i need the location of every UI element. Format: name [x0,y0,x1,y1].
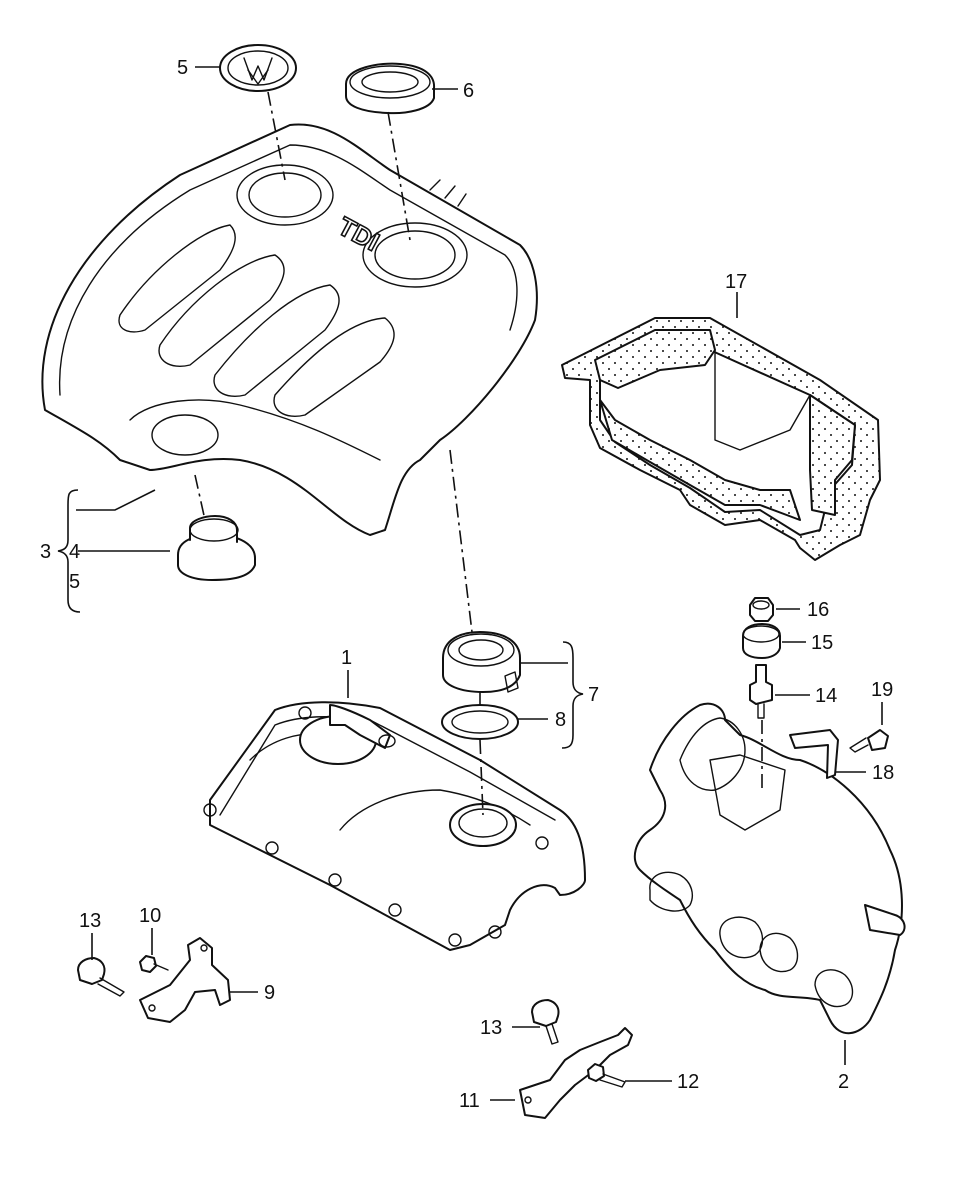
cover-opening-grommet [151,414,219,456]
filler-cap-part [442,631,521,693]
cover-filler-opening [449,803,517,847]
group-bracket-7 [561,641,584,749]
callout-6: 6 [463,80,474,102]
cover-ribs [118,224,395,417]
callout-10: 10 [139,905,161,927]
callout-5-emblem: 5 [177,57,188,79]
group-bracket-3 [57,489,81,613]
callout-3: 3 [40,541,51,563]
callout-1: 1 [341,647,352,669]
breather-pipe [299,704,396,765]
callout-2: 2 [838,1071,849,1093]
callout-17: 17 [725,271,747,293]
cylinder-head-cover [203,701,586,951]
callout-5-cover-group: 5 [69,571,80,593]
nut-part [749,597,774,622]
callout-15: 15 [811,632,833,654]
spacer-part [742,623,781,659]
grommet-part [177,515,256,581]
cover-studs [429,179,467,207]
vw-emblem-part [219,44,297,92]
bolt-19 [849,729,889,753]
cover-bolts [203,706,549,947]
leader-lines [76,66,883,1101]
callout-7: 7 [588,684,599,706]
callout-12: 12 [677,1071,699,1093]
callout-8: 8 [555,709,566,731]
seal-ring-part [441,704,519,740]
heat-shield-bracket [789,729,839,779]
bolt-10 [139,955,169,973]
assembly-axes [194,91,484,816]
callout-18: 18 [872,762,894,784]
callout-11: 11 [459,1090,480,1112]
stud-13-left [77,957,125,997]
cap-part [345,62,436,115]
callout-13-bottom: 13 [480,1017,502,1039]
callout-16: 16 [807,599,829,621]
bracket-11 [519,1027,633,1119]
callout-4: 4 [69,541,80,563]
stud-13-bottom [531,999,560,1045]
bolt-12 [587,1063,626,1088]
engine-cover: TDI [41,123,538,536]
cover-opening-emblem [236,164,334,226]
callout-19: 19 [871,679,893,701]
exhaust-manifold [633,702,906,1035]
cover-opening-filler [362,222,468,288]
stud-part [749,664,773,719]
callout-13-left: 13 [79,910,101,932]
callout-14: 14 [815,685,837,707]
callout-labels: 1 2 3 4 5 5 6 7 8 9 10 11 12 13 13 14 15… [40,57,894,1112]
callout-9: 9 [264,982,275,1004]
foam-insulation [561,317,881,561]
bracket-9 [139,937,231,1023]
manifold-ports [649,871,854,1008]
